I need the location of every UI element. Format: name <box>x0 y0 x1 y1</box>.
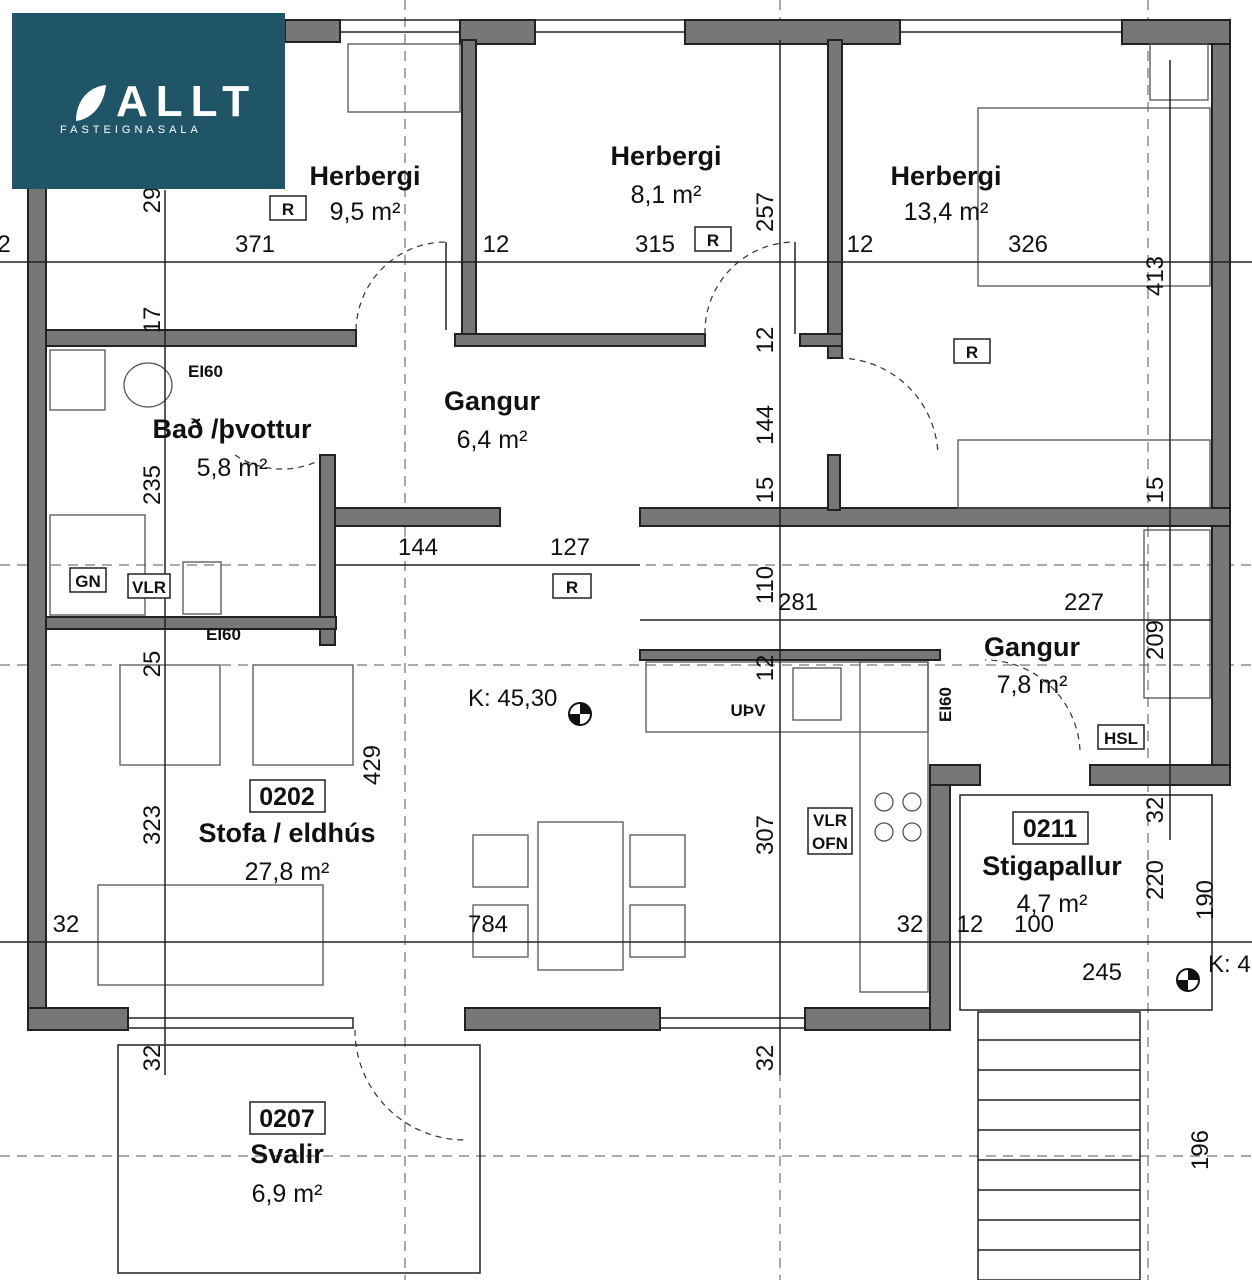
outer-walls <box>27 19 1231 1031</box>
dim-220: 220 <box>1142 860 1169 900</box>
dim-29: 29 <box>139 187 166 214</box>
dim-12a: 12 <box>483 231 510 258</box>
tag-r-1: R <box>282 200 294 219</box>
room-name-herbergi-3: Herbergi <box>890 161 1001 191</box>
room-name-stofa: Stofa / eldhús <box>198 818 375 848</box>
dim-371: 371 <box>235 231 275 258</box>
dim-209: 209 <box>1142 620 1169 660</box>
tag-hsl: HSL <box>1104 729 1138 748</box>
dim-196: 196 <box>1187 1130 1214 1170</box>
dim-127: 127 <box>550 534 590 561</box>
room-name-bad: Bað /þvottur <box>153 414 312 444</box>
dim-100: 100 <box>1014 911 1054 938</box>
door-swings <box>234 241 1081 1141</box>
dim-15a: 15 <box>752 477 779 504</box>
tag-vlr-ofn-1: VLR <box>813 811 847 830</box>
dim-784: 784 <box>468 911 508 938</box>
dim-413: 413 <box>1142 256 1169 296</box>
interior-walls <box>45 39 1231 661</box>
tag-ei60-bath-top: EI60 <box>188 362 223 381</box>
leaf-icon <box>76 85 106 121</box>
room-name-herbergi-1: Herbergi <box>309 161 420 191</box>
dim-12d: 12 <box>752 655 779 682</box>
brand-logo: ALLT FASTEIGNASALA <box>12 13 285 189</box>
room-name-stigapallur: Stigapallur <box>982 851 1122 881</box>
brand-name: ALLT <box>116 77 258 126</box>
tag-uthv: UÞV <box>731 701 767 720</box>
room-name-herbergi-2: Herbergi <box>610 141 721 171</box>
unit-id-svalir: 0207 <box>259 1105 315 1133</box>
tag-r-2: R <box>707 231 719 250</box>
windows <box>127 19 1123 1029</box>
unit-id-stofa: 0202 <box>259 783 315 811</box>
dim-110: 110 <box>752 566 779 604</box>
room-area-svalir: 6,9 m² <box>252 1180 323 1208</box>
level-marker <box>568 702 592 726</box>
tag-ei60-bath-bottom: EI60 <box>206 625 241 644</box>
dim-281: 281 <box>778 589 818 616</box>
dim-12b: 12 <box>847 231 874 258</box>
dim-323: 323 <box>139 805 166 845</box>
room-area-stofa: 27,8 m² <box>245 858 330 886</box>
dim-144h: 144 <box>398 534 438 561</box>
tag-vlr: VLR <box>132 578 166 597</box>
tag-vlr-ofn-2: OFN <box>812 834 848 853</box>
dim-12c: 12 <box>752 327 779 354</box>
dim-2: 2 <box>0 231 11 258</box>
room-area-bad: 5,8 m² <box>197 454 268 482</box>
stair-level-marker <box>1176 968 1200 992</box>
room-area-herbergi-3: 13,4 m² <box>904 198 989 226</box>
dim-326: 326 <box>1008 231 1048 258</box>
room-name-svalir: Svalir <box>250 1139 324 1169</box>
dim-307: 307 <box>752 815 779 855</box>
room-area-herbergi-1: 9,5 m² <box>330 198 401 226</box>
dim-12e: 12 <box>957 911 984 938</box>
dim-32c: 32 <box>1142 797 1169 824</box>
tag-ei60-kitchen: EI60 <box>936 687 955 722</box>
tag-r-4: R <box>566 578 578 597</box>
unit-id-stigapallur: 0211 <box>1023 815 1077 843</box>
dim-235: 235 <box>139 465 166 505</box>
brand-subtitle: FASTEIGNASALA <box>60 124 202 136</box>
dim-32a: 32 <box>53 911 80 938</box>
dim-227: 227 <box>1064 589 1104 616</box>
dim-17: 17 <box>139 307 166 334</box>
dim-32b: 32 <box>897 911 924 938</box>
room-name-gangur-1: Gangur <box>444 386 540 416</box>
room-area-gangur-2: 7,8 m² <box>997 671 1068 699</box>
room-area-stigapallur: 4,7 m² <box>1017 890 1088 918</box>
balcony-outline <box>117 1044 481 1274</box>
room-name-gangur-2: Gangur <box>984 632 1080 662</box>
room-area-gangur-1: 6,4 m² <box>457 426 528 454</box>
tag-r-3: R <box>966 343 978 362</box>
level-mark-main: K: 45,30 <box>468 685 557 712</box>
dim-144v: 144 <box>752 405 779 445</box>
dim-190: 190 <box>1192 880 1219 920</box>
room-area-herbergi-2: 8,1 m² <box>631 181 702 209</box>
dim-257: 257 <box>752 192 779 232</box>
stair-outline <box>959 794 1213 1280</box>
dimension-lines <box>0 40 1252 1075</box>
dim-32d: 32 <box>139 1045 166 1072</box>
dim-429: 429 <box>359 745 386 785</box>
dim-315: 315 <box>635 231 675 258</box>
dim-25: 25 <box>139 651 166 678</box>
level-mark-stair: K: 4 <box>1208 951 1251 978</box>
dim-32e: 32 <box>752 1045 779 1072</box>
furniture <box>49 43 1211 993</box>
dim-245: 245 <box>1082 959 1122 986</box>
dim-15b: 15 <box>1142 477 1169 504</box>
tag-gn: GN <box>75 572 101 591</box>
